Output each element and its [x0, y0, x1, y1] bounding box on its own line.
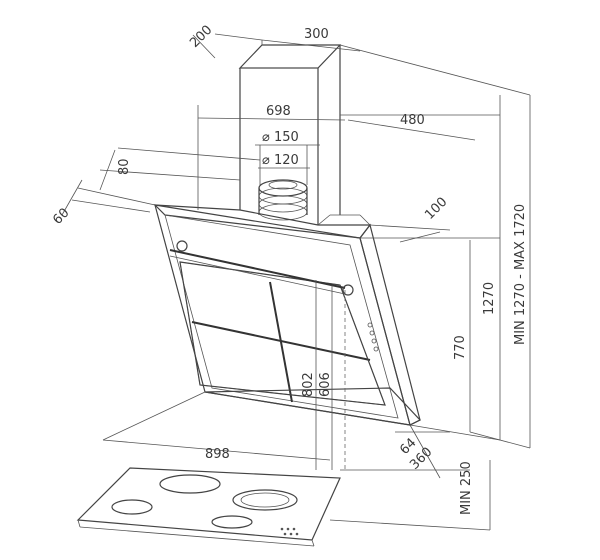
- glass-cross-frame: [179, 261, 386, 406]
- cooktop: [76, 467, 341, 547]
- exhaust-outlet: [258, 179, 308, 221]
- side-profile: [359, 223, 421, 426]
- cooktop-controls: [280, 527, 299, 536]
- dim-480: 480: [400, 113, 425, 128]
- dim-100: 100: [422, 195, 450, 223]
- handle-bar: [169, 240, 354, 296]
- dim-60: 60: [50, 206, 72, 228]
- dim-698: 698: [266, 104, 291, 119]
- hood-bottom: [204, 387, 421, 426]
- dim-770: 770: [453, 335, 468, 360]
- dim-1270: 1270: [482, 282, 497, 315]
- dim-80: 80: [117, 158, 132, 175]
- dim-300: 300: [304, 27, 329, 42]
- dim-898: 898: [205, 447, 230, 462]
- dim-diameter-120: ⌀ 120: [262, 153, 299, 168]
- dim-total-height: MIN 1270 - MAX 1720: [513, 204, 528, 345]
- dim-802: 802: [301, 372, 316, 397]
- dim-606: 606: [318, 372, 333, 397]
- dimension-lines: [61, 33, 531, 531]
- dim-diameter-150: ⌀ 150: [262, 130, 299, 145]
- dim-200: 200: [187, 23, 215, 51]
- dimension-labels: 200 300 698 480 ⌀ 150 ⌀ 120 80 60 100 MI…: [50, 23, 528, 515]
- control-panel: [367, 322, 379, 352]
- dim-min-250: MIN 250: [459, 461, 474, 515]
